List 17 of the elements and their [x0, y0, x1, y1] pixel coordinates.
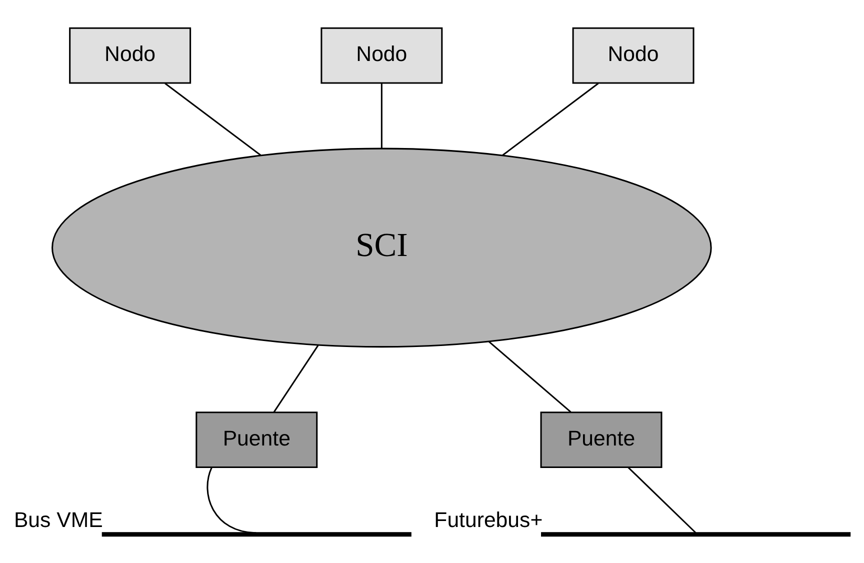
connector — [273, 344, 319, 412]
connector — [628, 466, 696, 533]
connector — [488, 340, 572, 412]
node-label: Futurebus+ — [434, 508, 543, 532]
node-label: Bus VME — [14, 508, 103, 532]
node-box: Nodo — [320, 26, 443, 84]
connector — [206, 466, 256, 534]
node-box: Nodo — [572, 26, 694, 84]
node-bar — [541, 532, 851, 536]
node-box: Puente — [540, 411, 662, 468]
node-box: Puente — [196, 411, 318, 468]
connector — [164, 82, 262, 156]
connector — [502, 82, 599, 156]
node-bar — [102, 532, 412, 536]
node-ellipse: SCI — [52, 147, 712, 348]
node-box: Nodo — [69, 26, 192, 84]
connector — [380, 82, 382, 148]
